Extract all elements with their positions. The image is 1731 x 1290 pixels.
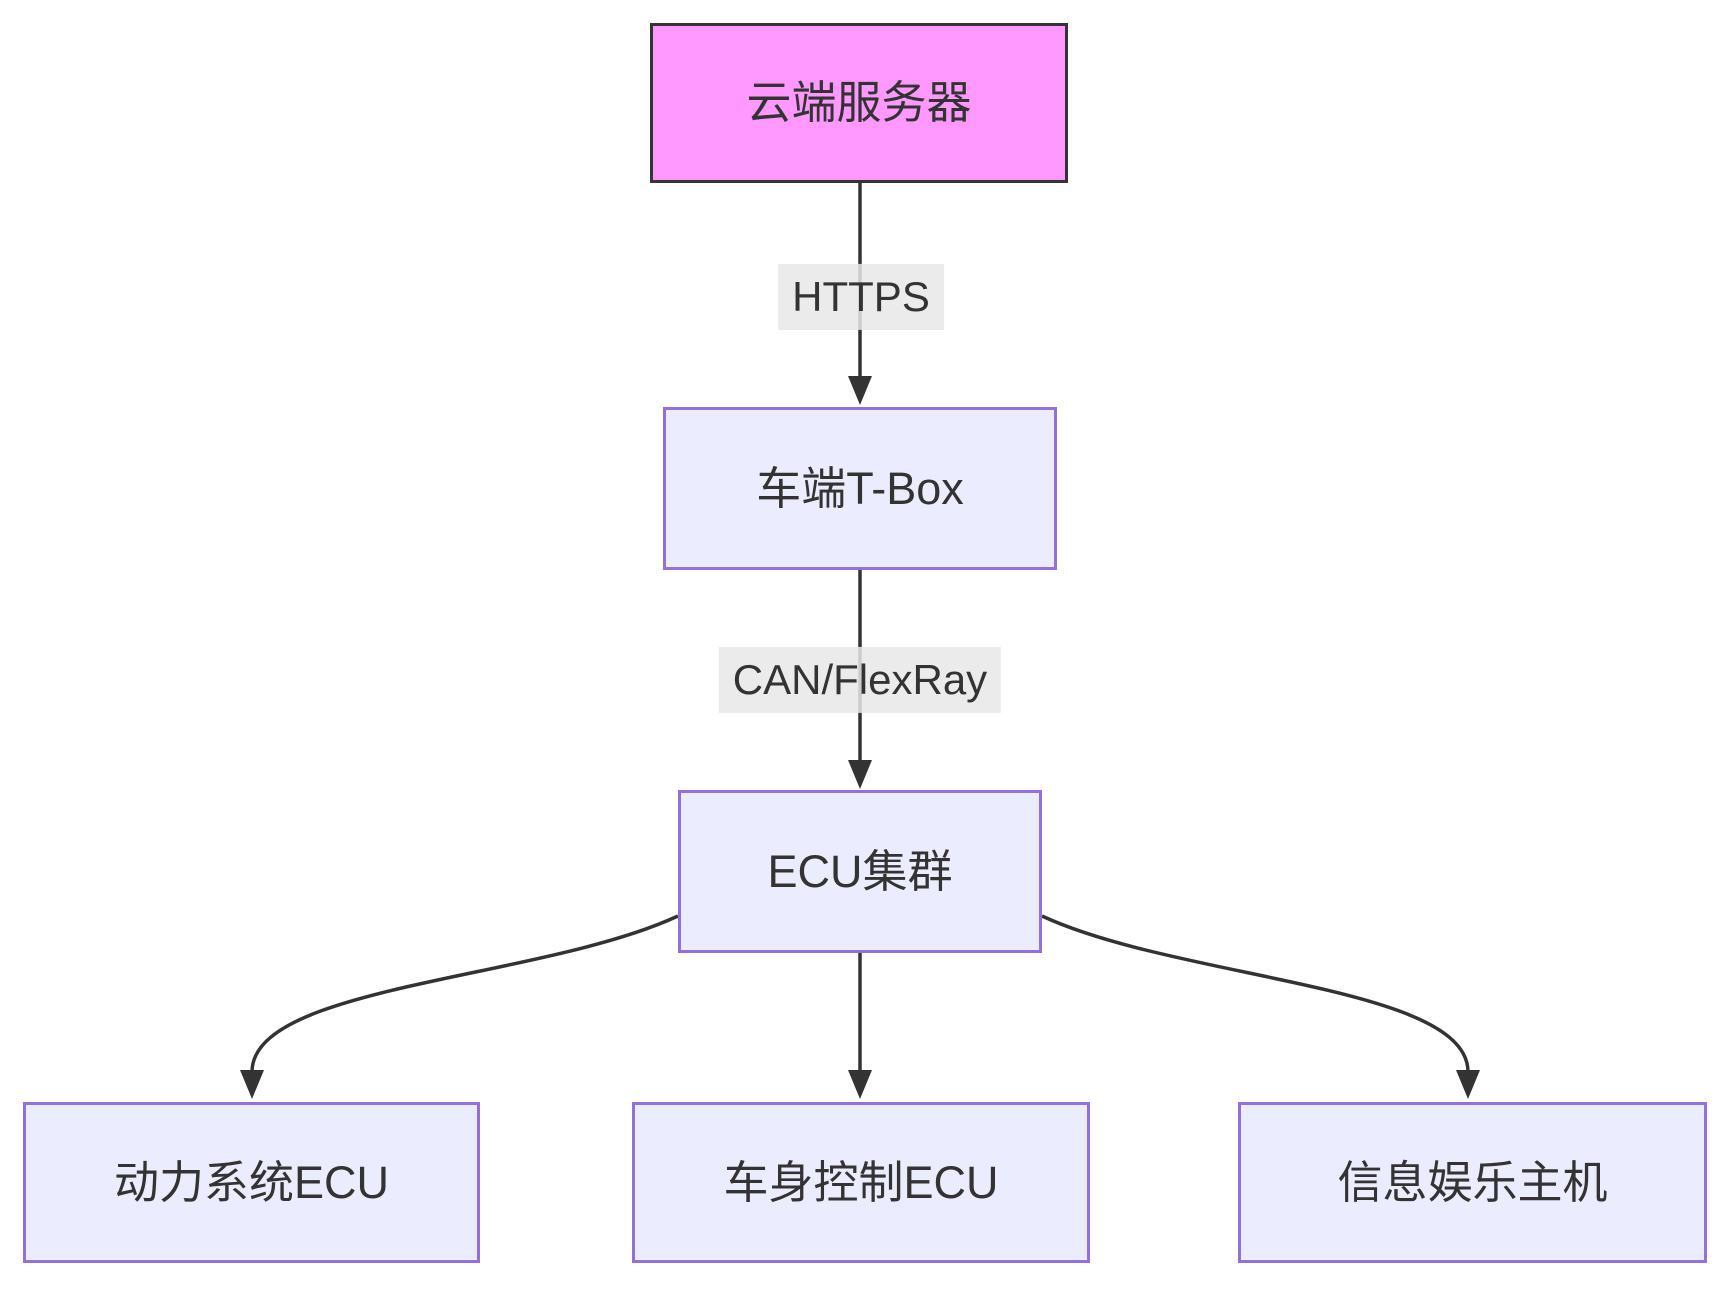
node-tbox: 车端T-Box (663, 407, 1057, 570)
arrowhead-tbox-to-ecu (848, 760, 872, 789)
node-infotainment-host: 信息娱乐主机 (1238, 1102, 1707, 1263)
node-powertrain-ecu-label: 动力系统ECU (113, 1156, 389, 1208)
edge-ecu-to-powertrain (250, 914, 679, 1073)
node-ecu-cluster: ECU集群 (678, 790, 1042, 953)
edge-label-can-flexray: CAN/FlexRay (718, 646, 1002, 714)
node-body-control-ecu-label: 车身控制ECU (723, 1156, 999, 1208)
node-body-control-ecu: 车身控制ECU (632, 1102, 1090, 1263)
arrowhead-ecu-to-body (848, 1070, 872, 1099)
node-tbox-label: 车端T-Box (756, 462, 964, 514)
node-cloud-server: 云端服务器 (650, 23, 1068, 183)
arrowhead-ecu-to-powertrain (240, 1070, 264, 1099)
node-powertrain-ecu: 动力系统ECU (23, 1102, 480, 1263)
edge-label-https: HTTPS (778, 263, 944, 331)
arrowhead-ecu-to-infotainment (1456, 1070, 1480, 1099)
node-ecu-cluster-label: ECU集群 (767, 845, 953, 897)
edge-ecu-to-infotainment (1041, 914, 1470, 1073)
arrowhead-cloud-to-tbox (848, 376, 872, 405)
node-infotainment-host-label: 信息娱乐主机 (1337, 1156, 1608, 1208)
node-cloud-server-label: 云端服务器 (746, 77, 972, 128)
